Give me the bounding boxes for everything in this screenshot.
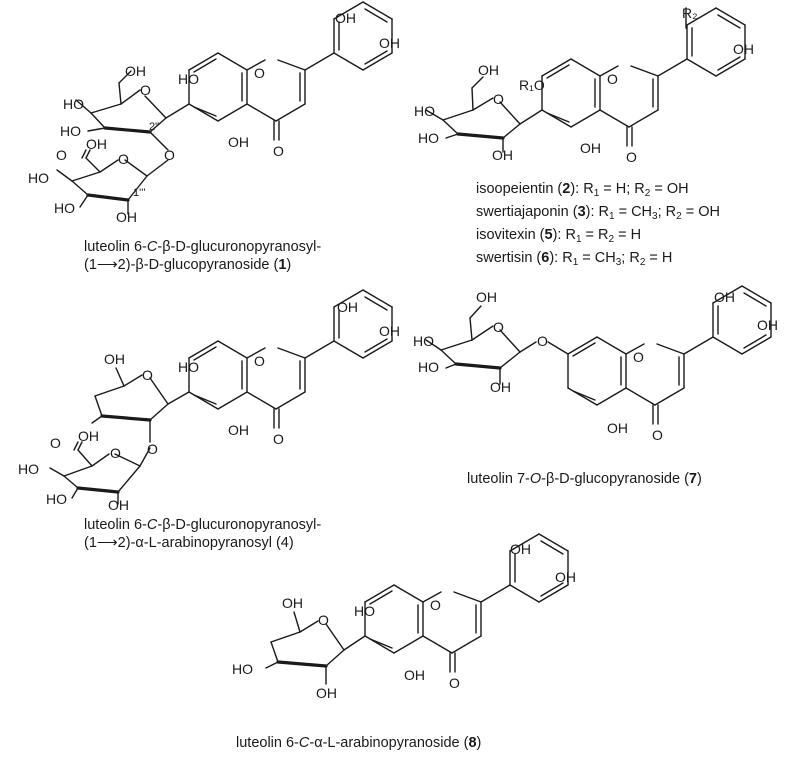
- label-ho: HO: [60, 123, 81, 139]
- label-o: O: [164, 147, 175, 163]
- label-o: O: [118, 151, 129, 167]
- label-o: O: [56, 147, 67, 163]
- label-oh: OH: [78, 428, 99, 444]
- label-oh: OH: [476, 289, 497, 305]
- label-ho: HO: [18, 461, 39, 477]
- label-o: O: [449, 675, 460, 691]
- caption-5: isovitexin (5): R1 = R2 = H: [476, 227, 642, 245]
- label-ho: HO: [354, 603, 375, 619]
- label-o: O: [493, 319, 504, 335]
- label-r1o: R₁O: [519, 77, 545, 93]
- caption-6: swertisin (6): R1 = CH3; R2 = H: [476, 250, 673, 268]
- caption-1: luteolin 6-C-β-D-glucuronopyranosyl- (1⟶…: [84, 239, 322, 273]
- label-oh: OH: [379, 35, 400, 51]
- label-ho: HO: [413, 333, 434, 349]
- atom-labels: OH OH HO O O OH OH HO HO O 2" O O OH O H…: [18, 5, 778, 701]
- label-ho: HO: [178, 71, 199, 87]
- label-oh: OH: [337, 299, 358, 315]
- label-oh: OH: [86, 136, 107, 152]
- caption-3: swertiajaponin (3): R1 = CH3; R2 = OH: [476, 204, 720, 222]
- label-o: O: [140, 82, 151, 98]
- label-o: O: [50, 435, 61, 451]
- label-oh: OH: [757, 317, 778, 333]
- label-oh: OH: [510, 541, 531, 557]
- label-ho: HO: [418, 359, 439, 375]
- caption-4: luteolin 6-C-β-D-glucuronopyranosyl- (1⟶…: [84, 517, 322, 551]
- label-oh: OH: [282, 595, 303, 611]
- label-oh: OH: [125, 63, 146, 79]
- label-o: O: [607, 71, 618, 87]
- label-ho: HO: [414, 103, 435, 119]
- label-oh: OH: [607, 420, 628, 436]
- caption-7: luteolin 7-O-β-D-glucopyranoside (7): [467, 471, 702, 487]
- label-o: O: [147, 441, 158, 457]
- caption-2: isoореientin (2): R1 = H; R2 = OH: [476, 181, 689, 199]
- label-oh: OH: [580, 140, 601, 156]
- label-oh: OH: [228, 134, 249, 150]
- structure-4: [49, 289, 393, 505]
- label-oh: OH: [379, 323, 400, 339]
- label-ho: HO: [46, 491, 67, 507]
- label-o: O: [273, 143, 284, 159]
- label-ho: HO: [178, 359, 199, 375]
- label-oh: OH: [404, 667, 425, 683]
- label-o: O: [254, 353, 265, 369]
- label-o: O: [110, 445, 121, 461]
- label-o: O: [430, 597, 441, 613]
- label-oh: OH: [228, 422, 249, 438]
- structure-7: [425, 285, 772, 425]
- label-o: O: [626, 149, 637, 165]
- label-o: O: [652, 427, 663, 443]
- label-o: O: [273, 431, 284, 447]
- structure-2-3-5-6: [425, 7, 746, 153]
- structure-8: [265, 533, 569, 685]
- label-o: O: [254, 65, 265, 81]
- label-oh: OH: [714, 289, 735, 305]
- label-o: O: [493, 91, 504, 107]
- label-1ppp: 1''': [133, 187, 145, 199]
- caption-2-3-5-6: isoореientin (2): R1 = H; R2 = OH swerti…: [476, 180, 720, 272]
- label-o: O: [142, 367, 153, 383]
- structure-1: [56, 1, 393, 215]
- label-oh: OH: [104, 351, 125, 367]
- label-ho: HO: [63, 96, 84, 112]
- label-o: O: [318, 612, 329, 628]
- label-oh: OH: [555, 569, 576, 585]
- caption-8: luteolin 6-C-α-L-arabinopyranoside (8): [236, 735, 482, 751]
- label-ho: HO: [54, 200, 75, 216]
- label-o: O: [633, 349, 644, 365]
- label-r2: R₂: [682, 5, 698, 21]
- label-oh: OH: [733, 41, 754, 57]
- label-o: O: [537, 333, 548, 349]
- label-oh: OH: [116, 209, 137, 225]
- label-oh: OH: [316, 685, 337, 701]
- label-oh: OH: [492, 147, 513, 163]
- label-ho: HO: [418, 130, 439, 146]
- label-oh: OH: [335, 10, 356, 26]
- label-2pp: 2": [149, 121, 159, 133]
- label-ho: HO: [232, 661, 253, 677]
- label-ho: HO: [28, 170, 49, 186]
- label-oh: OH: [490, 379, 511, 395]
- label-oh: OH: [478, 62, 499, 78]
- label-oh: OH: [108, 497, 129, 513]
